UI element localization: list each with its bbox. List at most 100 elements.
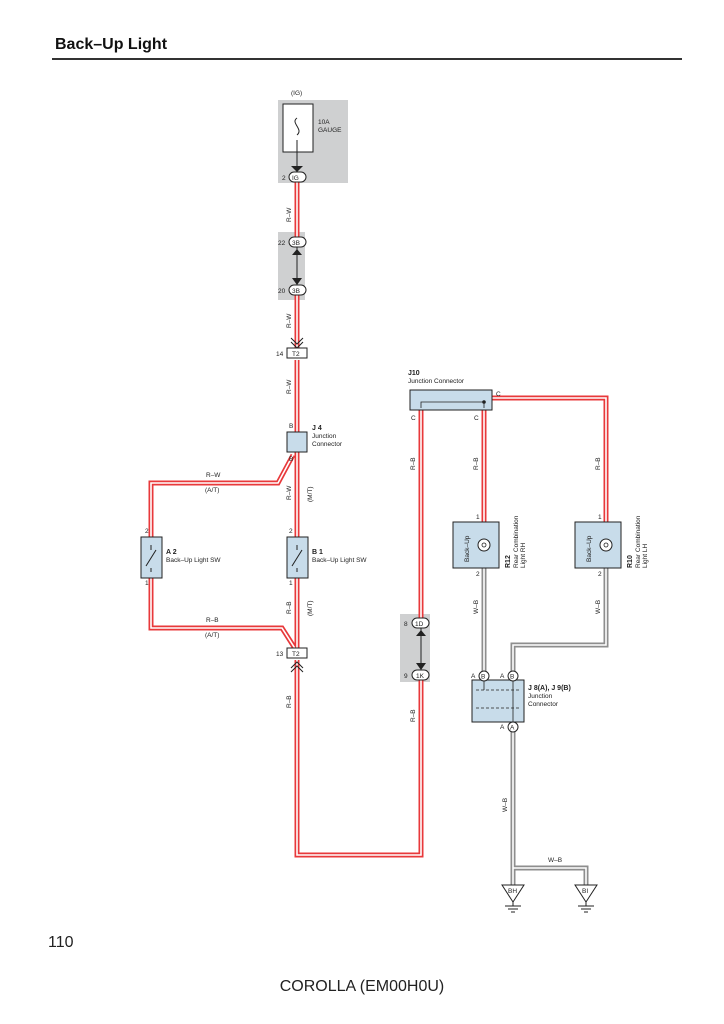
ground-bi-label: BI <box>582 888 588 895</box>
3b-top-label: 3B <box>292 240 300 247</box>
ig-connector <box>288 171 307 183</box>
3b-bottom-pin: 20 <box>278 288 286 295</box>
wire-label-rb-1: R–B <box>286 601 293 614</box>
t2-bottom-arrow <box>290 661 304 673</box>
j4-name-2: Connector <box>312 441 343 448</box>
ig-arrow <box>291 166 303 172</box>
3b-top-pin: 22 <box>278 240 286 247</box>
r12-name-1: Rear Combination <box>513 515 520 568</box>
j10-pin-right: C <box>496 391 501 398</box>
j10-pin-left: C <box>411 415 416 422</box>
grey-wires <box>481 568 609 885</box>
wire-label-rb-at: R–B <box>206 617 219 624</box>
b1-pin-top: 2 <box>289 528 293 535</box>
1k-connector <box>411 669 430 681</box>
wire-label-rw-at: R–W <box>206 472 221 479</box>
r12-name-2: Light RH <box>520 542 527 568</box>
fuse-icon <box>294 117 300 136</box>
r10-name-2: Light LH <box>642 543 649 568</box>
r12-pin-top: 1 <box>476 514 480 521</box>
a2-switch-icon <box>145 549 157 567</box>
1d-label: 1D <box>415 621 424 628</box>
j4-box <box>286 431 308 453</box>
wire-label-rb-5: R–B <box>595 457 602 470</box>
3b-arrow-up <box>292 249 302 255</box>
wire-label-rw-2: R–W <box>286 313 293 328</box>
1d-pin: 8 <box>404 621 408 628</box>
j8j9-box <box>471 679 525 723</box>
j8j9-label-a1: A <box>471 673 476 680</box>
b1-pin-bottom: 1 <box>289 580 293 587</box>
ig-label: IG <box>292 175 299 182</box>
1k-pin: 9 <box>404 673 408 680</box>
j10-pin-mid: C <box>474 415 479 422</box>
j4-pin-top: B <box>289 423 293 430</box>
b1-switch-icon <box>291 549 303 567</box>
a2-pin-bottom: 1 <box>145 580 149 587</box>
b1-id: B 1 <box>312 549 323 556</box>
j8j9-name-1: Junction <box>528 693 553 700</box>
r10-pin-top: 1 <box>598 514 602 521</box>
r12-box <box>452 521 500 569</box>
3b-bottom-label: 3B <box>292 288 300 295</box>
fuse-source: (IG) <box>291 90 302 97</box>
fuse-rating: 10A <box>318 119 330 126</box>
wire-label-wb-1: W–B <box>473 600 480 614</box>
r12-lamp: Back–Up <box>464 535 471 562</box>
r10-pin-bottom: 2 <box>598 571 602 578</box>
j10-id: J10 <box>408 370 420 377</box>
j8j9-label-a2: A <box>500 673 505 680</box>
j10-box <box>409 389 493 411</box>
t2-top-connector <box>286 347 308 359</box>
j4-name-1: Junction <box>312 433 337 440</box>
svg-text:B: B <box>481 674 485 681</box>
r12-pin-bottom: 2 <box>476 571 480 578</box>
page-title: Back–Up Light <box>55 36 168 53</box>
r10-id: R10 <box>627 555 634 568</box>
a2-id: A 2 <box>166 549 177 556</box>
j8j9-name-2: Connector <box>528 701 559 708</box>
j8j9-pin-b2 <box>507 670 519 682</box>
j8j9-pin-b1 <box>478 670 490 682</box>
j8j9-pin-a <box>507 721 519 733</box>
page-number: 110 <box>48 934 74 951</box>
wire-label-wb-2: W–B <box>595 600 602 614</box>
wire-label-rw-3: R–W <box>286 379 293 394</box>
footer-model: COROLLA (EM00H0U) <box>279 978 445 995</box>
r10-name-1: Rear Combination <box>635 515 642 568</box>
r12-id: R12 <box>505 555 512 568</box>
wire-label-mt-2: (M/T) <box>307 600 314 616</box>
a2-name: Back–Up Light SW <box>166 557 221 564</box>
wire-label-rb-4: R–B <box>473 457 480 470</box>
title-rule <box>52 58 682 60</box>
a2-pin-top: 2 <box>145 528 149 535</box>
wire-label-rb-3: R–B <box>410 457 417 470</box>
j8j9-id: J 8(A), J 9(B) <box>528 685 571 692</box>
wire-label-wb-4: W–B <box>548 857 562 864</box>
r10-bulb-icon <box>599 538 613 552</box>
j4-id: J 4 <box>312 425 322 432</box>
wire-label-rw-1: R–W <box>286 207 293 222</box>
t2-bottom-label: T2 <box>292 651 300 658</box>
wire-label-mt-1: (M/T) <box>307 486 314 502</box>
j10-name: Junction Connector <box>408 378 465 385</box>
wire-label-at-2: (A/T) <box>205 632 219 639</box>
wire-label-rw-4: R–W <box>286 485 293 500</box>
r10-lamp: Back–Up <box>586 535 593 562</box>
3b-arrow-down <box>292 278 302 285</box>
j8j9-label-a3: A <box>500 724 505 731</box>
t2-top-label: T2 <box>292 351 300 358</box>
wire-label-wb-3: W–B <box>502 798 509 812</box>
b1-name: Back–Up Light SW <box>312 557 367 564</box>
ground-bi: BI <box>574 884 598 913</box>
t2-top-pin: 14 <box>276 351 284 358</box>
3b-bottom-connector <box>288 284 307 296</box>
wire-label-at-1: (A/T) <box>205 487 219 494</box>
1k-label: 1K <box>416 673 425 680</box>
r12-bulb-icon <box>477 538 491 552</box>
red-wires <box>148 182 609 858</box>
svg-text:A: A <box>510 725 515 732</box>
ig-pin: 2 <box>282 175 286 182</box>
t2-bottom-connector <box>286 647 308 659</box>
